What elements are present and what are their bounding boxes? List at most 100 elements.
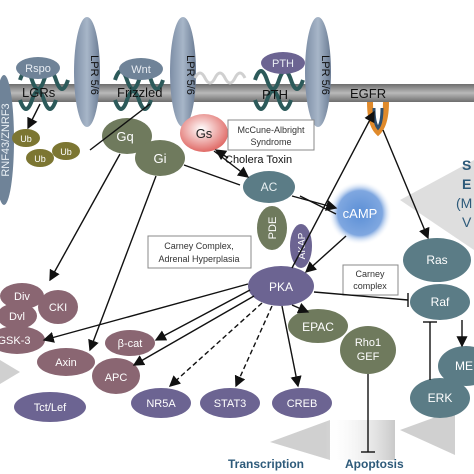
background-arrow-right <box>400 160 474 250</box>
ub-node-3 <box>52 142 80 160</box>
gs-node-label: Gs <box>196 126 213 141</box>
gi-node-label: Gi <box>154 151 167 166</box>
lgrs-label: LGRs <box>22 85 56 100</box>
background-arrow-left-edge <box>0 360 20 384</box>
pth-receptor-coil <box>253 69 305 111</box>
apoptosis-outcome: Apoptosis <box>345 457 404 471</box>
side-text-v: V <box>462 214 472 230</box>
creb-node <box>272 388 332 418</box>
cki-node <box>38 290 78 324</box>
ac-node-label: AC <box>261 180 278 194</box>
egfr-label: EGFR <box>350 86 386 101</box>
cki-node-label: CKI <box>49 302 67 314</box>
ras-node-label: Ras <box>426 253 447 267</box>
side-text-s: S <box>462 157 471 173</box>
ub-node-1-label: Ub <box>20 134 32 144</box>
arrow-gi-tbar-ac <box>183 164 241 186</box>
carney-adrenal-line2: Adrenal Hyperplasia <box>158 254 239 264</box>
pth-ligand-label: PTH <box>272 58 294 70</box>
raf-node <box>410 284 470 320</box>
lpr-receptor-3 <box>305 17 331 127</box>
arrow-camp-tbar-ac <box>299 195 337 215</box>
mccune-albright-line2: Syndrome <box>250 137 291 147</box>
axin-node-label: Axin <box>55 357 76 369</box>
carney-complex-callout <box>342 264 399 296</box>
egfr-receptor-inner <box>372 107 384 131</box>
rnf43-znrf3-receptor <box>0 75 14 205</box>
pka-node <box>248 266 314 306</box>
arrow-cholera-to-gs <box>214 149 229 161</box>
membrane-squiggle <box>193 71 247 85</box>
arrow-pka-to-egfr <box>291 110 375 269</box>
ub-node-1 <box>12 129 40 147</box>
div-node <box>0 283 44 309</box>
epac-node <box>288 309 348 343</box>
camp-node-label: cAMP <box>343 206 378 221</box>
carney-complex-line2: complex <box>353 281 387 291</box>
mccune-albright-line1: McCune-Albright <box>237 125 305 135</box>
background-arrow-bottom-left-tail <box>325 420 395 460</box>
wnt-ligand <box>119 58 163 80</box>
background-arrow-bottom-left <box>270 420 330 460</box>
arrow-gi-to-axin <box>88 175 157 352</box>
creb-node-label: CREB <box>287 398 318 410</box>
lpr-receptor-1-label: LPR 5/6 <box>88 55 100 95</box>
nr5a-node-label: NR5A <box>146 398 176 410</box>
tctlef-node-label: Tct/Lef <box>34 402 67 414</box>
ac-node <box>243 171 295 203</box>
gq-node <box>102 118 152 154</box>
carney-complex-line1: Carney <box>355 269 385 279</box>
rho1gef-node <box>340 326 396 374</box>
erk-node <box>410 378 470 418</box>
rspo-ligand <box>16 57 60 79</box>
arrow-pka-to-creb <box>281 305 302 388</box>
frizzled-label: Frizzled <box>117 85 163 100</box>
cell-membrane <box>0 84 474 102</box>
lpr-receptor-2 <box>170 17 196 127</box>
arrow-pka-to-apc <box>132 295 255 366</box>
pka-node-label: PKA <box>269 280 293 294</box>
camp-node <box>328 181 392 245</box>
arrow-pka-to-raf <box>313 291 409 301</box>
raf-node-label: Raf <box>431 295 450 309</box>
cholera-toxin-label: Cholera Toxin <box>225 154 292 166</box>
ub-node-3-label: Ub <box>60 147 72 157</box>
lpr-receptor-3-label: LPR 5/6 <box>319 55 331 95</box>
akap-node <box>290 224 312 268</box>
erk-node-label: ERK <box>428 391 453 405</box>
wnt-ligand-label: Wnt <box>131 64 151 76</box>
gi-node <box>135 140 185 176</box>
epac-node-label: EPAC <box>302 320 334 334</box>
gq-node-label: Gq <box>116 129 133 144</box>
stat3-node-label: STAT3 <box>214 398 247 410</box>
rho1gef-node-label-2: GEF <box>357 351 380 363</box>
bcat-node-label: β-cat <box>118 338 143 350</box>
lpr-receptor-1 <box>74 17 100 127</box>
apc-node <box>92 358 140 394</box>
apc-node-label: APC <box>105 372 128 384</box>
pth-ligand <box>261 52 305 74</box>
mccune-albright-callout <box>227 119 315 151</box>
stat3-node <box>200 388 260 418</box>
arrow-pka-to-nr5a <box>168 302 263 387</box>
rspo-ligand-label: Rspo <box>25 63 51 75</box>
arrow-pka-to-stat3 <box>234 305 273 388</box>
ub-node-2 <box>26 149 54 167</box>
arrow-pka-to-epac <box>291 302 310 314</box>
arrow-ac-to-camp <box>291 195 338 211</box>
side-text-m: (M <box>456 195 472 211</box>
arrow-pka-to-gsk3 <box>42 283 249 343</box>
ras-node <box>403 238 471 282</box>
pde-node <box>257 206 287 250</box>
carney-adrenal-line1: Carney Complex, <box>164 241 234 251</box>
me-node <box>438 346 474 386</box>
carney-adrenal-callout <box>147 235 252 269</box>
pathway-arrows <box>27 103 468 453</box>
rnf43-znrf3-label: RNF43/ZNRF3 <box>0 103 12 176</box>
nr5a-node <box>131 388 191 418</box>
gsk3-node-label: GSK-3 <box>0 335 31 347</box>
pde-node-label: PDE <box>267 217 279 240</box>
dvl-node-label: Dvl <box>9 311 25 323</box>
arrow-lgrs-to-ub <box>27 103 41 130</box>
